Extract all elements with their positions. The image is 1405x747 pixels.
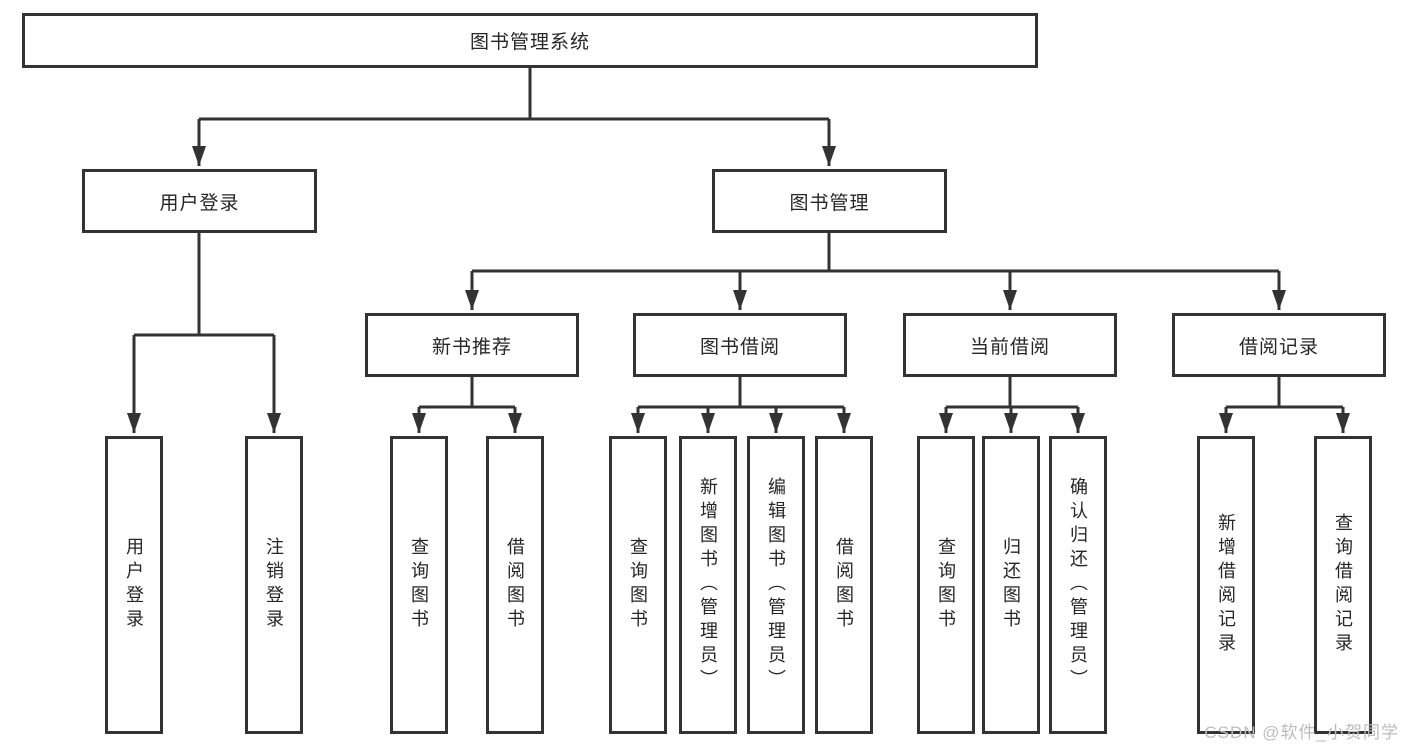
csdn-watermark: CSDN @软件_小贺同学	[1204, 723, 1399, 742]
leaf-borrow-books-label: 借阅图书	[834, 537, 854, 633]
leaf-add-books-admin-label: 新增图书（管理员）	[698, 477, 718, 693]
leaf-add-borrow-record-label: 新增借阅记录	[1216, 513, 1236, 657]
leaf-add-books-admin: 新增图书（管理员）	[679, 436, 737, 734]
leaf-confirm-return-admin-label: 确认归还（管理员）	[1068, 477, 1088, 693]
book-borrow-node: 图书借阅	[633, 313, 847, 377]
leaf-confirm-return-admin: 确认归还（管理员）	[1049, 436, 1107, 734]
leaf-borrow-books-newbook-label: 借阅图书	[505, 537, 525, 633]
leaf-query-books-newbook: 查询图书	[390, 436, 448, 734]
leaf-return-books-label: 归还图书	[1001, 537, 1021, 633]
leaf-add-borrow-record: 新增借阅记录	[1197, 436, 1255, 734]
leaf-user-login: 用户登录	[105, 436, 163, 734]
leaf-edit-books-admin: 编辑图书（管理员）	[747, 436, 805, 734]
leaf-borrow-books: 借阅图书	[815, 436, 873, 734]
borrow-record-node: 借阅记录	[1172, 313, 1386, 377]
leaf-borrow-books-newbook: 借阅图书	[486, 436, 544, 734]
root-node-library-management-system: 图书管理系统	[22, 13, 1038, 68]
user-login-node: 用户登录	[82, 169, 317, 233]
leaf-logout-label: 注销登录	[264, 537, 284, 633]
leaf-logout: 注销登录	[245, 436, 303, 734]
leaf-query-books-current: 查询图书	[917, 436, 975, 734]
leaf-query-books-borrow: 查询图书	[609, 436, 667, 734]
leaf-user-login-label: 用户登录	[124, 537, 144, 633]
leaf-return-books: 归还图书	[982, 436, 1040, 734]
leaf-query-books-current-label: 查询图书	[936, 537, 956, 633]
current-borrow-node: 当前借阅	[903, 313, 1117, 377]
leaf-query-borrow-record: 查询借阅记录	[1314, 436, 1372, 734]
leaf-edit-books-admin-label: 编辑图书（管理员）	[766, 477, 786, 693]
new-book-recommend-node: 新书推荐	[365, 313, 579, 377]
leaf-query-books-borrow-label: 查询图书	[628, 537, 648, 633]
leaf-query-borrow-record-label: 查询借阅记录	[1333, 513, 1353, 657]
leaf-query-books-newbook-label: 查询图书	[409, 537, 429, 633]
book-management-node: 图书管理	[712, 169, 947, 233]
